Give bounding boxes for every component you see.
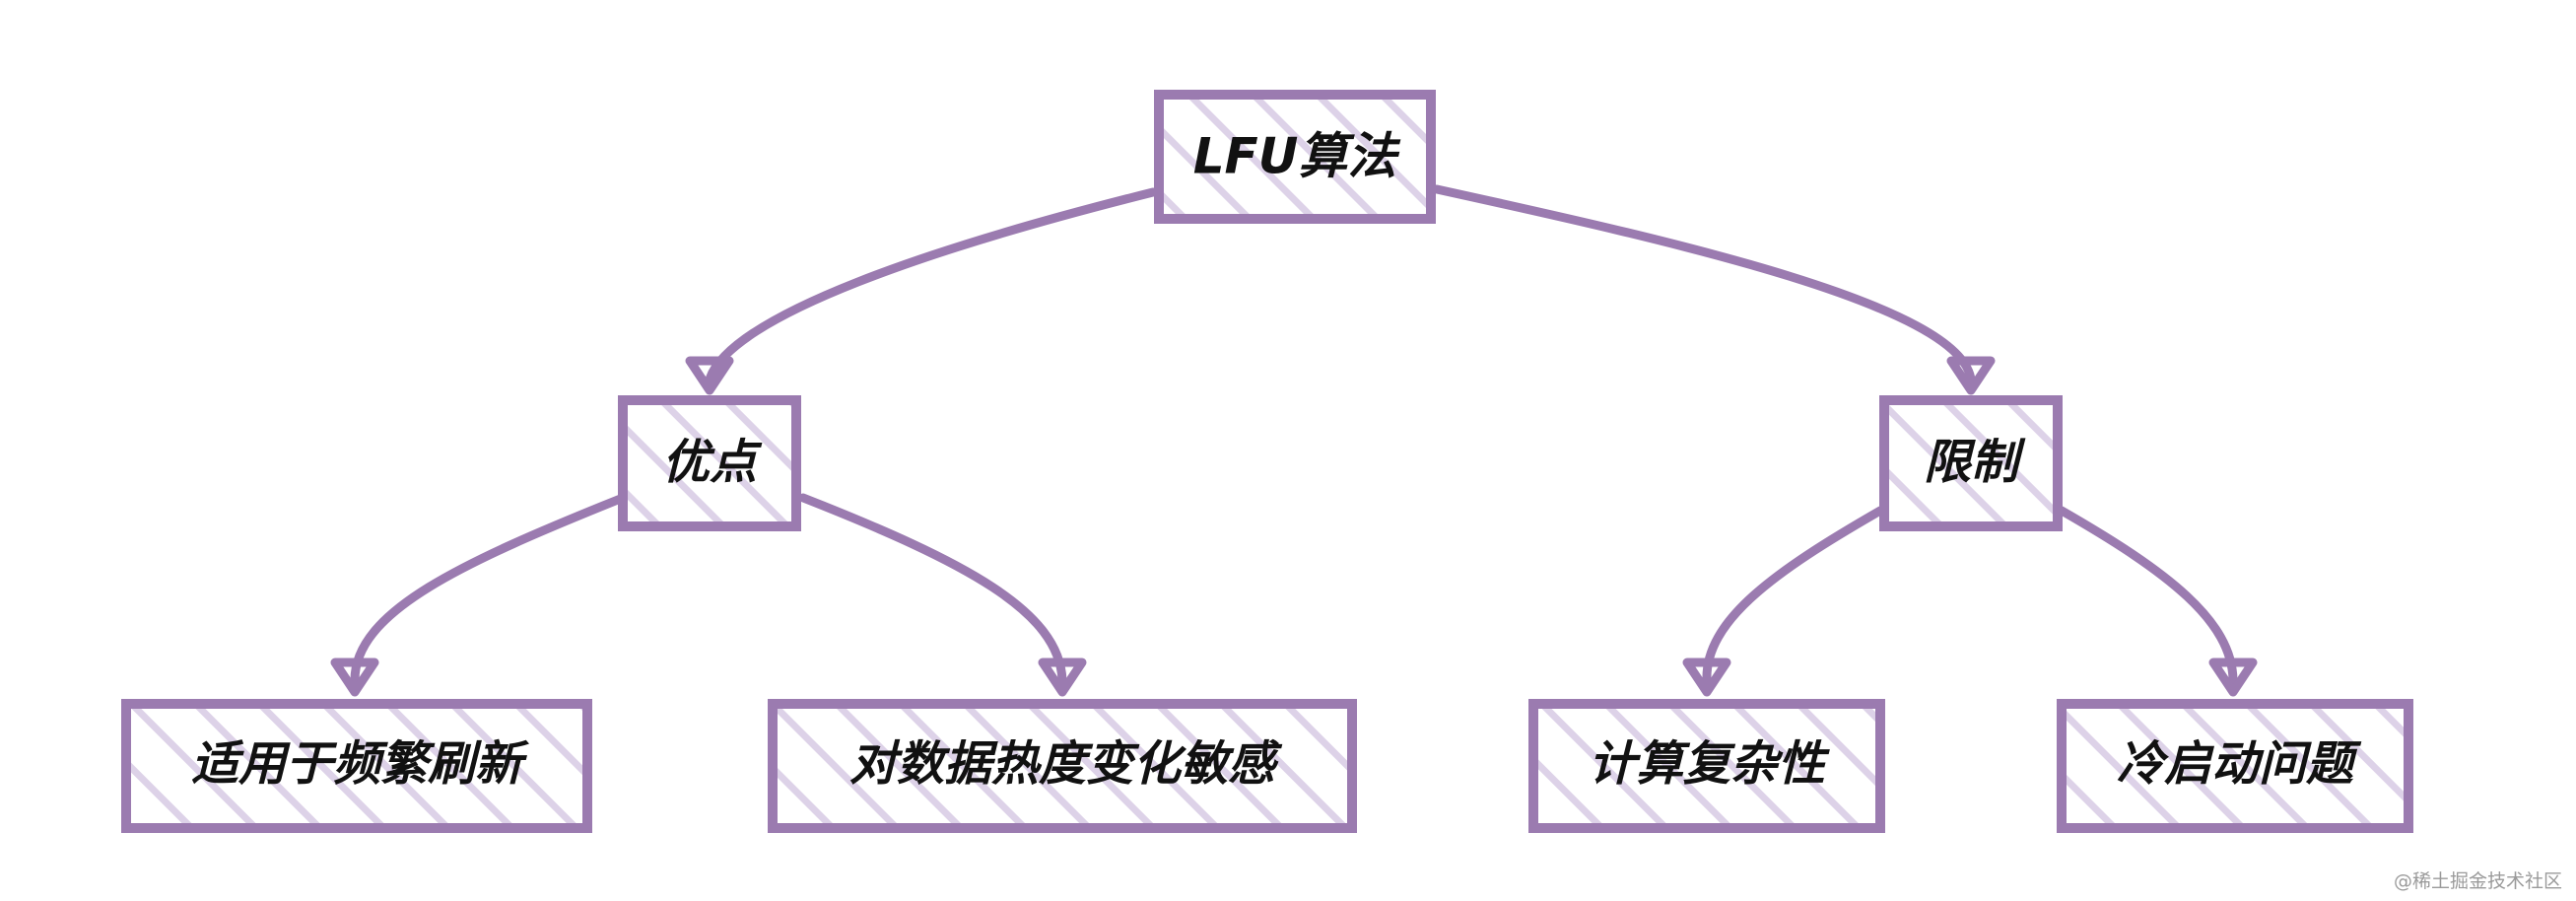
node-lim2-label: 冷启动问题 xyxy=(2117,736,2362,792)
arrowhead-pro1 xyxy=(330,658,379,697)
node-pro2-label: 对数据热度变化敏感 xyxy=(849,736,1283,792)
node-pros: 优点 xyxy=(618,395,801,531)
node-limits: 限制 xyxy=(1879,395,2063,531)
node-lim2: 冷启动问题 xyxy=(2057,699,2413,833)
node-pro1: 适用于频繁刷新 xyxy=(121,699,592,833)
arrowhead-pro2 xyxy=(1038,658,1087,697)
watermark-text: @稀土掘金技术社区 xyxy=(2393,870,2562,892)
node-lim1-label: 计算复杂性 xyxy=(1589,736,1830,792)
edge-root-pros xyxy=(705,187,1158,384)
node-pro2: 对数据热度变化敏感 xyxy=(768,699,1357,833)
node-lim1: 计算复杂性 xyxy=(1528,699,1885,833)
edge-root-limits xyxy=(1432,184,1976,384)
node-root: LFU算法 xyxy=(1154,90,1436,224)
arrowhead-pros xyxy=(685,356,734,395)
arrowhead-limits xyxy=(1946,356,1996,395)
node-pro1-label: 适用于频繁刷新 xyxy=(191,736,529,792)
edge-limits-lim2 xyxy=(2057,506,2238,685)
arrowhead-lim2 xyxy=(2208,658,2258,697)
edge-limits-lim1 xyxy=(1702,506,1885,685)
node-limits-label: 限制 xyxy=(1924,435,2026,490)
node-pros-label: 优点 xyxy=(662,435,763,490)
node-root-label: LFU算法 xyxy=(1193,128,1402,185)
edge-pros-pro2 xyxy=(798,493,1067,685)
arrowhead-lim1 xyxy=(1682,658,1731,697)
edge-pros-pro1 xyxy=(350,493,628,685)
